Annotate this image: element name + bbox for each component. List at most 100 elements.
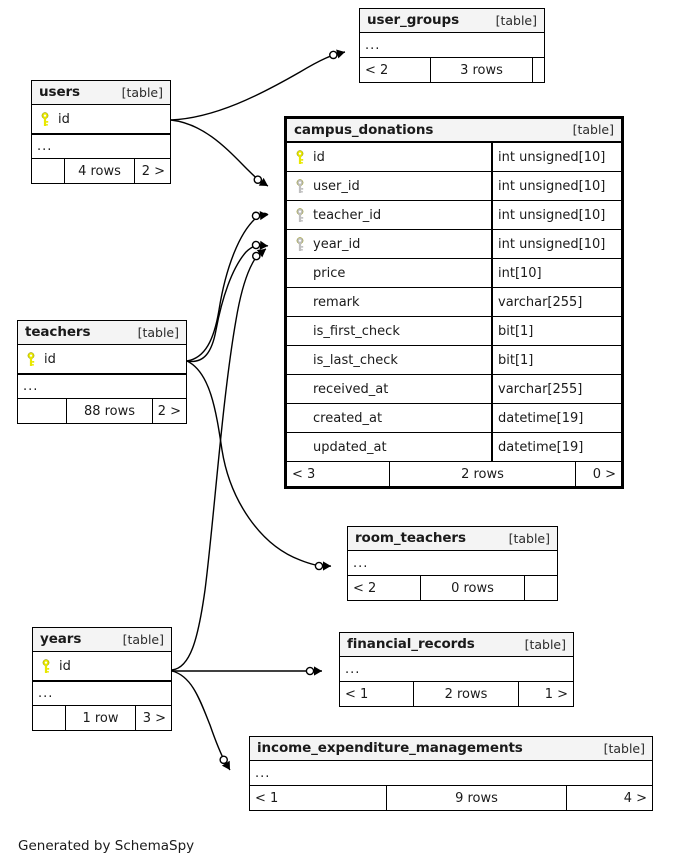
- column-type: int unsigned[10]: [491, 201, 621, 229]
- more-columns-ellipsis: ...: [348, 551, 557, 576]
- table-header-campus_donations: campus_donations [table]: [287, 119, 621, 143]
- table-tag: [table]: [524, 636, 566, 652]
- table-income_expenditure_managements[interactable]: income_expenditure_managements[table]...…: [249, 736, 653, 811]
- column-name-cell: id: [18, 345, 186, 373]
- column-name-cell: created_at: [287, 404, 491, 432]
- column-name: received_at: [313, 381, 389, 397]
- column-name: id: [59, 658, 71, 674]
- column-name: year_id: [313, 236, 361, 252]
- footer-children-count: 2 >: [152, 399, 186, 423]
- table-tag: [table]: [122, 631, 164, 647]
- column-row[interactable]: id: [33, 652, 171, 681]
- table-tag: [table]: [495, 12, 537, 28]
- table-name: financial_records: [347, 636, 475, 652]
- table-header-users: users[table]: [32, 81, 170, 105]
- footer-parents-count: [18, 399, 66, 423]
- column-name-cell: price: [287, 259, 491, 287]
- footer-children-count: 3 >: [135, 706, 171, 730]
- column-row[interactable]: updated_at datetime[19]: [287, 433, 621, 462]
- footer-row-count: 0 rows: [420, 576, 524, 600]
- footer-children-count: 2 >: [134, 159, 170, 183]
- column-row[interactable]: is_first_check bit[1]: [287, 317, 621, 346]
- primary-key-icon: [296, 149, 304, 164]
- foreign-key-icon: [296, 207, 304, 222]
- table-name: users: [39, 84, 80, 100]
- column-row[interactable]: teacher_id int unsigned[10]: [287, 201, 621, 230]
- more-columns-ellipsis: ...: [18, 374, 186, 399]
- column-name: is_first_check: [313, 323, 400, 339]
- table-name: campus_donations: [294, 121, 434, 138]
- column-type: datetime[19]: [491, 433, 621, 461]
- column-name-cell: user_id: [287, 172, 491, 200]
- relationship-years-to-campus_donations-year_id: [171, 248, 267, 671]
- column-name-cell: remark: [287, 288, 491, 316]
- column-type: int[10]: [491, 259, 621, 287]
- primary-key-icon: [27, 351, 35, 366]
- column-name: price: [313, 265, 346, 281]
- column-name-cell: id: [32, 105, 170, 133]
- table-header-user_groups: user_groups [table]: [360, 9, 544, 33]
- column-row[interactable]: is_last_check bit[1]: [287, 346, 621, 375]
- table-footer-user_groups: < 2 3 rows: [360, 58, 544, 82]
- table-name: user_groups: [367, 12, 460, 28]
- column-row[interactable]: id: [32, 105, 170, 134]
- relationship-years-to-financial_records: [172, 666, 322, 676]
- table-footer-room_teachers: < 2 0 rows: [348, 576, 557, 600]
- column-row[interactable]: id: [18, 345, 186, 374]
- column-name-cell: is_last_check: [287, 346, 491, 374]
- table-name: years: [40, 631, 82, 647]
- column-name: is_last_check: [313, 352, 398, 368]
- table-tag: [table]: [508, 530, 550, 546]
- footer-row-count: 1 row: [65, 706, 135, 730]
- footer-parents-count: [33, 706, 65, 730]
- table-header-room_teachers: room_teachers [table]: [348, 527, 557, 551]
- table-header-income_expenditure_managements: income_expenditure_managements[table]: [250, 737, 652, 761]
- relationship-users-to-campus_donations-user_id: [170, 119, 269, 187]
- column-name-cell: id: [287, 143, 491, 171]
- footer-row-count: 2 rows: [389, 462, 575, 486]
- footer-children-count: [532, 58, 544, 82]
- table-tag: [table]: [137, 324, 179, 340]
- column-name-cell: updated_at: [287, 433, 491, 461]
- footer-row-count: 3 rows: [430, 58, 532, 82]
- column-type: varchar[255]: [491, 288, 621, 316]
- table-name: room_teachers: [355, 530, 466, 546]
- footer-parents-count: [32, 159, 64, 183]
- more-columns-ellipsis: ...: [32, 134, 170, 159]
- table-header-teachers: teachers [table]: [18, 321, 186, 345]
- column-name: id: [44, 351, 56, 367]
- footer-parents-count: < 1: [255, 790, 279, 806]
- column-type: bit[1]: [491, 346, 621, 374]
- column-name: teacher_id: [313, 207, 382, 223]
- table-name: teachers: [25, 324, 91, 340]
- footer-parents-count: < 2: [365, 62, 389, 78]
- table-room_teachers[interactable]: room_teachers [table]... < 2 0 rows: [347, 526, 558, 601]
- column-name: updated_at: [313, 439, 387, 455]
- column-type: int unsigned[10]: [491, 172, 621, 200]
- column-type: bit[1]: [491, 317, 621, 345]
- footer-row-count: 88 rows: [66, 399, 152, 423]
- table-tag: [table]: [572, 122, 614, 137]
- footer-row-count: 4 rows: [64, 159, 134, 183]
- column-name: created_at: [313, 410, 383, 426]
- table-name: income_expenditure_managements: [257, 740, 523, 756]
- footer-parents-count: < 2: [353, 580, 377, 596]
- column-row[interactable]: price int[10]: [287, 259, 621, 288]
